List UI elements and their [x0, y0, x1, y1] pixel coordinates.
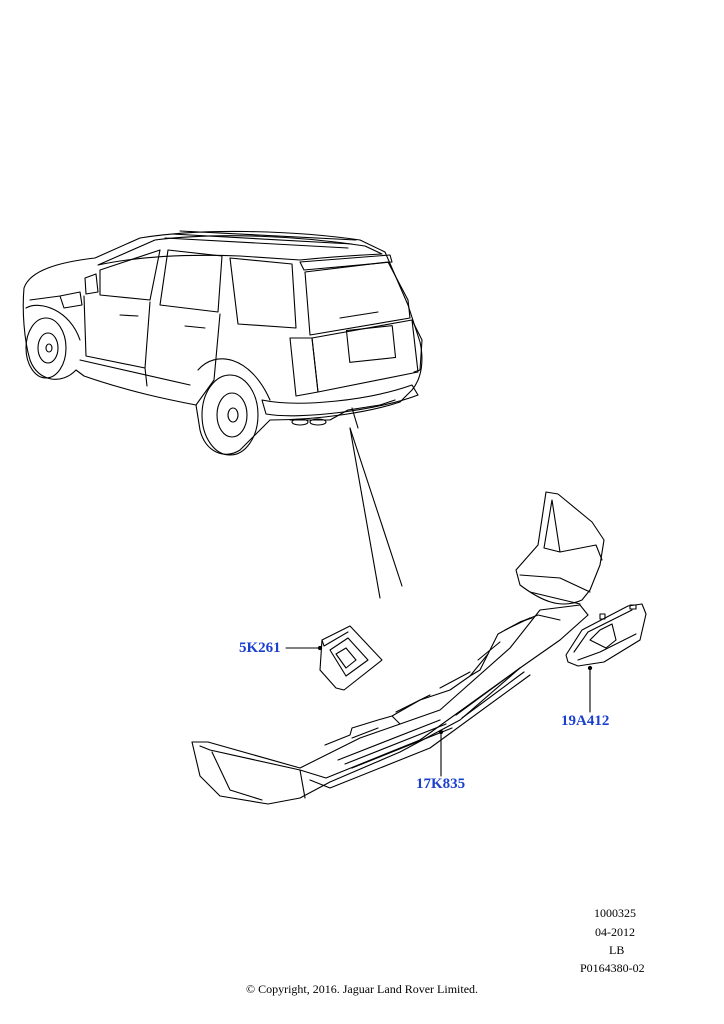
leader-line-vehicle-b [349, 427, 403, 587]
callout-bumper-cover[interactable]: 17K835 [416, 776, 466, 792]
illustration-number: 1000325 [594, 906, 636, 920]
callout-end-cap[interactable]: 19A412 [561, 713, 610, 729]
leader-line-vehicle-a [349, 427, 381, 599]
callout-bracket[interactable]: 5K261 [239, 640, 281, 656]
bumper-cover-part [191, 491, 605, 805]
end-cap-part [565, 603, 647, 667]
vehicle-illustration [22, 230, 423, 456]
bracket-part [319, 625, 383, 691]
illustration-date: 04-2012 [595, 925, 635, 939]
illustration-reference: P0164380-02 [580, 961, 645, 975]
copyright-notice: © Copyright, 2016. Jaguar Land Rover Lim… [245, 982, 479, 996]
illustration-model-code: LB [609, 943, 625, 957]
